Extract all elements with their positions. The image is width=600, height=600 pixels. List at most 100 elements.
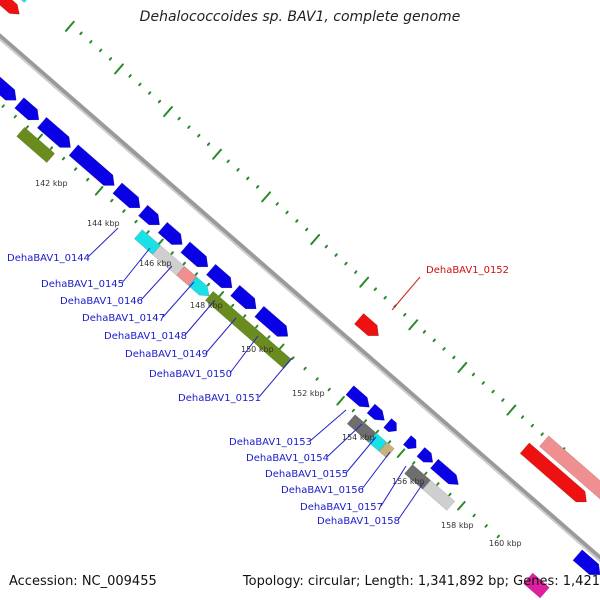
gene-feature-arrow[interactable] (36, 116, 71, 148)
gene-label-link[interactable]: DehaBAV1_0157 (300, 502, 383, 513)
tick-mark (484, 524, 488, 528)
tick-mark (49, 146, 54, 150)
gene-label-link[interactable]: DehaBAV1_0158 (317, 516, 400, 527)
gene-feature-arrow[interactable] (254, 305, 289, 337)
gene-label-leader (162, 281, 195, 318)
gene-label-leader (140, 265, 173, 301)
gene-feature-arrow[interactable] (0, 69, 17, 101)
gene-label-leader (361, 451, 391, 490)
gene-label-link[interactable]: DehaBAV1_0155 (265, 469, 348, 480)
tick-mark (305, 227, 309, 232)
gene-label-link[interactable]: DehaBAV1_0150 (149, 369, 232, 380)
tick-mark (206, 282, 211, 287)
tick-mark (255, 185, 260, 189)
tick-mark (170, 251, 174, 255)
gene-label-leader (380, 465, 407, 507)
gene-label-link[interactable]: DehaBAV1_0147 (82, 313, 165, 324)
tick-mark (383, 295, 387, 300)
tick-mark (448, 492, 452, 497)
gene-label-link[interactable]: DehaBAV1_0151 (178, 393, 261, 404)
gene-label-leader (397, 481, 425, 521)
gene-feature-arrow[interactable] (523, 572, 550, 599)
gene-feature-arrow[interactable] (204, 290, 293, 369)
tick-mark (295, 219, 299, 223)
gene-feature-arrow[interactable] (519, 442, 587, 503)
gene-feature-arrow[interactable] (0, 0, 20, 15)
gene-label-leader (258, 357, 293, 398)
gene-label-link[interactable]: DehaBAV1_0145 (41, 279, 124, 290)
gene-feature-arrow[interactable] (138, 204, 160, 226)
gene-label-link[interactable]: DehaBAV1_0153 (229, 437, 312, 448)
tick-mark (138, 82, 142, 87)
gene-feature-arrow[interactable] (366, 403, 385, 421)
tick-mark (457, 500, 466, 511)
backbone-outer-line (0, 33, 600, 560)
tick-mark (73, 167, 78, 171)
gene-feature-arrow[interactable] (539, 435, 600, 506)
tick-mark (354, 270, 358, 274)
gene-feature-arrow[interactable] (572, 549, 600, 576)
tick-mark (110, 198, 114, 203)
gene-feature-arrow[interactable] (416, 446, 434, 463)
tick-mark (472, 513, 476, 518)
tick-mark (334, 253, 338, 257)
gene-labels: DehaBAV1_0144DehaBAV1_0145DehaBAV1_0146D… (7, 253, 509, 527)
tick-mark (187, 125, 191, 129)
tick-mark (412, 461, 416, 465)
tick-mark (146, 230, 150, 234)
gene-feature-arrow[interactable] (354, 313, 379, 337)
gene-label-link[interactable]: DehaBAV1_0148 (104, 331, 187, 342)
gene-feature-arrow[interactable] (422, 479, 456, 511)
gene-label-leader (229, 335, 259, 374)
gene-feature-arrow[interactable] (68, 144, 115, 186)
tick-mark (230, 303, 235, 308)
tick-mark (442, 347, 446, 351)
gene-feature-arrow[interactable] (16, 126, 56, 163)
gene-feature-arrow[interactable] (345, 385, 370, 408)
tick-mark (315, 377, 319, 381)
tick-mark (212, 148, 222, 160)
gene-feature-arrow[interactable] (402, 435, 417, 450)
kbp-label: 142 kbp (35, 179, 68, 188)
gene-feature-arrow[interactable] (0, 0, 32, 3)
gene-label-link[interactable]: DehaBAV1_0149 (125, 349, 208, 360)
accession-text: Accession: NC_009455 (9, 574, 157, 589)
tick-mark (540, 432, 544, 436)
tick-mark (422, 330, 427, 334)
gene-feature-arrow[interactable] (180, 241, 209, 268)
tick-mark (148, 91, 152, 95)
tick-mark (530, 423, 534, 428)
gene-label-link[interactable]: DehaBAV1_0154 (246, 453, 329, 464)
gene-feature-arrow[interactable] (188, 276, 210, 297)
gene-feature-arrow[interactable] (378, 441, 395, 459)
kbp-label: 154 kbp (342, 433, 375, 442)
gene-label-leader (309, 409, 347, 442)
tick-mark (520, 415, 525, 419)
gene-label-link[interactable]: DehaBAV1_0146 (60, 296, 143, 307)
tick-mark (452, 355, 456, 360)
gene-feature-arrow[interactable] (157, 221, 183, 245)
map-title: Dehalococcoides sp. BAV1, complete genom… (139, 9, 461, 25)
tick-mark (285, 210, 289, 215)
gene-feature-arrow[interactable] (14, 97, 40, 121)
tick-mark (255, 324, 259, 329)
gene-label-link[interactable]: DehaBAV1_0156 (281, 485, 364, 496)
tick-mark (226, 159, 230, 164)
label-leader-lines (87, 227, 425, 521)
tick-mark (408, 319, 419, 331)
gene-label-link[interactable]: DehaBAV1_0152 (426, 265, 509, 276)
tick-mark (363, 419, 368, 423)
tick-mark (373, 287, 378, 291)
gene-feature-arrow[interactable] (230, 284, 257, 310)
tick-mark (375, 429, 380, 434)
gene-feature-arrow[interactable] (430, 458, 459, 485)
tick-mark (177, 116, 181, 121)
gene-label-link[interactable]: DehaBAV1_0144 (7, 253, 90, 264)
gene-feature-arrow[interactable] (205, 263, 233, 289)
gene-feature-arrow[interactable] (383, 418, 397, 433)
gene-feature-arrow[interactable] (112, 182, 141, 209)
kbp-label: 146 kbp (139, 259, 172, 268)
